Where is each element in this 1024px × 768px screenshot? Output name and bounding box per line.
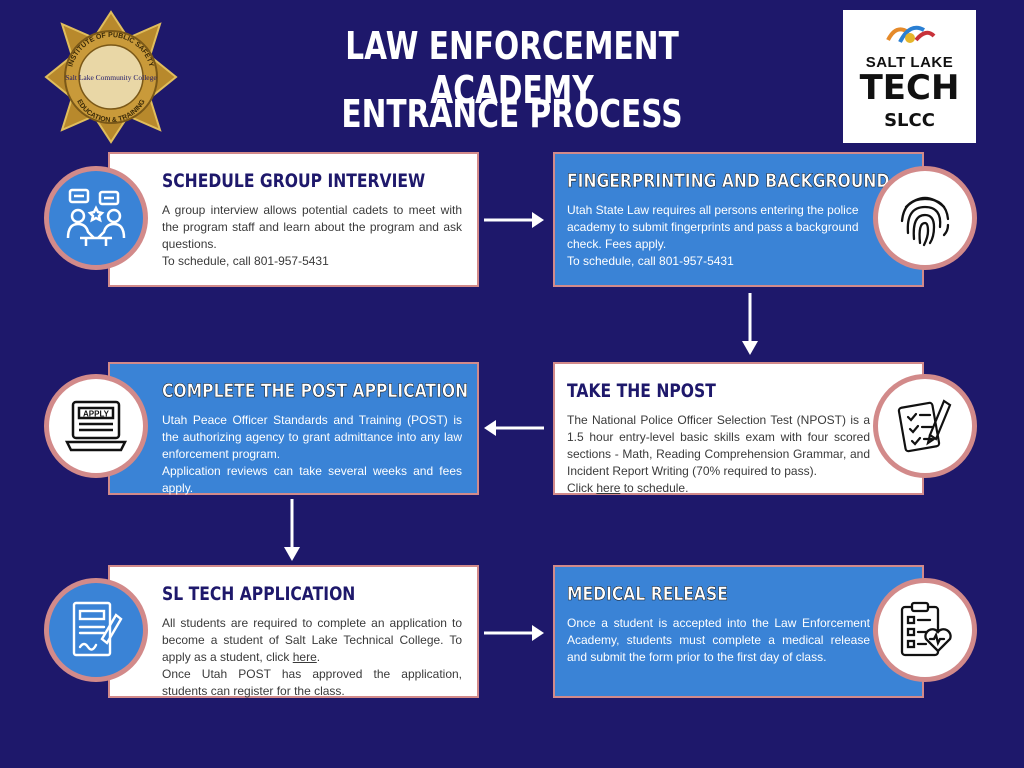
test-checklist-icon: [873, 374, 977, 478]
step-title: TAKE THE NPOST: [567, 380, 716, 402]
page-title-line2: ENTRANCE PROCESS: [341, 92, 683, 136]
application-form-icon: [44, 578, 148, 682]
group-interview-icon: [44, 166, 148, 270]
step-sl-tech-application: SL TECH APPLICATION All students are req…: [108, 565, 479, 698]
npost-schedule-link[interactable]: here: [596, 481, 621, 495]
slt-logo-line3: SLCC: [884, 110, 935, 131]
flow-arrow-down: [284, 499, 300, 561]
salt-lake-tech-logo: SALT LAKE TECH SLCC: [843, 10, 976, 143]
step-complete-post-application: COMPLETE THE POST APPLICATION Utah Peace…: [108, 362, 479, 495]
step-description: Utah Peace Officer Standards and Trainin…: [162, 413, 462, 495]
step-schedule-group-interview: SCHEDULE GROUP INTERVIEW A group intervi…: [108, 152, 479, 287]
step-description: The National Police Officer Selection Te…: [567, 413, 870, 495]
fingerprint-icon: [873, 166, 977, 270]
step-title: SL TECH APPLICATION: [162, 583, 356, 605]
svg-text:APPLY: APPLY: [83, 410, 110, 419]
step-title: MEDICAL RELEASE: [567, 583, 728, 606]
svg-text:Salt Lake Community College: Salt Lake Community College: [65, 73, 157, 82]
laptop-apply-icon: APPLY: [44, 374, 148, 478]
flow-arrow-right: [484, 212, 544, 228]
flow-arrow-right: [484, 625, 544, 641]
slt-logo-line2: TECH: [859, 68, 960, 108]
sl-tech-apply-link[interactable]: here: [292, 650, 317, 664]
step-description: All students are required to complete an…: [162, 616, 462, 698]
step-description: Once a student is accepted into the Law …: [567, 616, 870, 664]
step-medical-release: MEDICAL RELEASE Once a student is accept…: [553, 565, 924, 698]
step-description: A group interview allows potential cadet…: [162, 203, 462, 268]
institute-public-safety-badge-logo: INSTITUTE OF PUBLIC SAFETY EDUCATION & T…: [44, 10, 178, 144]
step-title: SCHEDULE GROUP INTERVIEW: [162, 170, 426, 192]
step-description: Utah State Law requires all persons ente…: [567, 203, 859, 268]
step-title: FINGERPRINTING AND BACKGROUND: [567, 170, 890, 193]
step-title: COMPLETE THE POST APPLICATION: [162, 380, 469, 403]
page-title-line1: LAW ENFORCEMENT ACADEMY: [345, 24, 679, 112]
slt-emblem-icon: [886, 25, 936, 43]
step-fingerprinting-background: FINGERPRINTING AND BACKGROUND Utah State…: [553, 152, 924, 287]
step-take-npost: TAKE THE NPOST The National Police Offic…: [553, 362, 924, 495]
slt-logo-line1: SALT LAKE: [865, 54, 954, 71]
flow-arrow-down: [742, 293, 758, 355]
medical-clipboard-icon: [873, 578, 977, 682]
flow-arrow-left: [484, 420, 544, 436]
